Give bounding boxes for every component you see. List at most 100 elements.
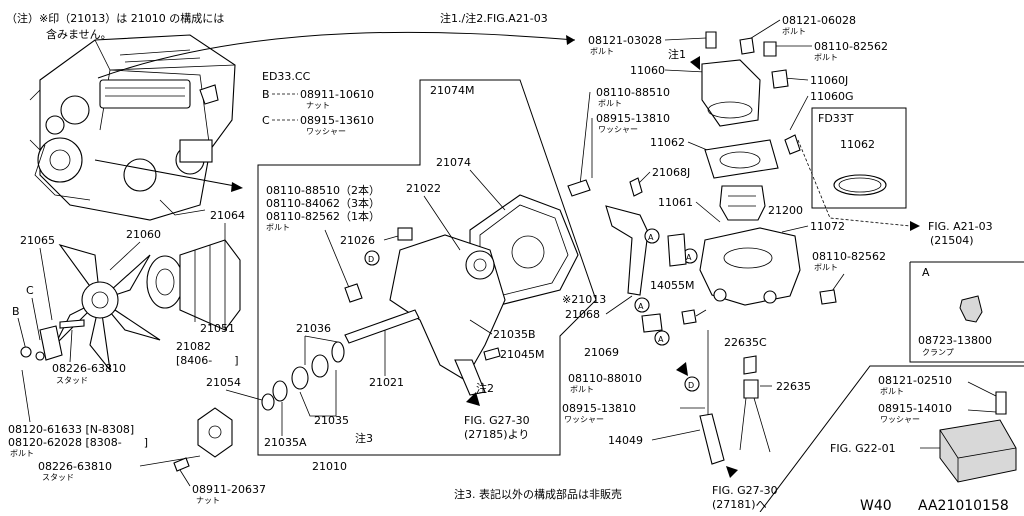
label-08120-desc: ボルト	[10, 449, 34, 458]
label-08915-13810-a-desc: ワッシャー	[598, 125, 638, 134]
bolt-icon	[344, 283, 363, 303]
gasket-11062	[704, 139, 779, 179]
callout-d-2: D	[688, 381, 694, 390]
hose-14055m	[667, 233, 687, 267]
ed33-b-part: 08911-10610	[300, 88, 374, 101]
fd33t-box	[811, 107, 907, 209]
engine-illustration	[29, 34, 236, 221]
note-exclusion-line2: 含みません。	[46, 27, 112, 41]
note1-marker: 注1	[668, 47, 686, 61]
label-08915-13810-a: 08915-13810	[596, 112, 670, 125]
sensor-22635	[743, 379, 759, 399]
callout-a-1: A	[648, 233, 654, 242]
label-08110-82562-a-desc: ボルト	[814, 53, 838, 62]
label-21035: 21035	[314, 414, 349, 427]
label-21010: 21010	[312, 460, 347, 473]
label-08915-14010: 08915-14010	[878, 402, 952, 415]
fig-a21-03-sub: (21504)	[930, 234, 974, 247]
label-08121-06028: 08121-06028	[782, 14, 856, 27]
fig-g27-30-a: FIG. G27-30	[464, 414, 530, 427]
label-21036: 21036	[296, 322, 331, 335]
label-08911-desc: ナット	[196, 496, 220, 505]
label-08121-03028-desc: ボルト	[590, 47, 614, 56]
label-08723: 08723-13800	[918, 334, 992, 347]
label-21068: 21068	[565, 308, 600, 321]
fig-a21-03: FIG. A21-03	[928, 220, 993, 233]
shaft-21021	[344, 309, 420, 344]
label-08110-88010: 08110-88010	[568, 372, 642, 385]
label-21200: 21200	[768, 204, 803, 217]
spacer-21035a	[272, 380, 288, 402]
bolt-group-desc: ボルト	[266, 223, 290, 232]
fd33t-title: FD33T	[818, 112, 854, 125]
arrow-engine-to-thermostat	[97, 31, 576, 79]
label-08911: 08911-20637	[192, 483, 266, 496]
label-21065: 21065	[20, 234, 55, 247]
callout-a-4: A	[658, 335, 664, 344]
note-fig-a21-03: 注1./注2.FIG.A21-03	[440, 11, 548, 25]
callout-b: B	[12, 305, 20, 318]
seal-21036	[331, 341, 345, 363]
label-21068j: 21068J	[652, 166, 690, 179]
label-08723-desc: クランプ	[922, 348, 954, 357]
bolt-group-line3: 08110-82562（1本）	[266, 209, 380, 223]
label-08226-b-desc: スタッド	[42, 473, 74, 482]
label-08915-13810-b: 08915-13810	[562, 402, 636, 415]
label-21026: 21026	[340, 234, 375, 247]
bearing-21035-2	[291, 366, 309, 390]
clamp-08723	[959, 295, 983, 323]
arrow-head	[566, 35, 575, 45]
label-21022: 21022	[406, 182, 441, 195]
spacer-21065	[39, 325, 63, 361]
label-08121-03028: 08121-03028	[588, 34, 662, 47]
label-08110-88010-desc: ボルト	[570, 385, 594, 394]
label-21074m: 21074M	[430, 84, 474, 97]
fd33t-part: 11062	[840, 138, 875, 151]
label-08915-13810-b-desc: ワッシャー	[564, 415, 604, 424]
washer-21054	[261, 393, 275, 411]
label-08226-a: 08226-63810	[52, 362, 126, 375]
fan-pulley-21082	[146, 239, 241, 331]
label-21060: 21060	[126, 228, 161, 241]
label-21035a: 21035A	[264, 436, 307, 449]
label-14055m: 14055M	[650, 279, 694, 292]
label-08226-a-desc: スタッド	[56, 376, 88, 385]
label-08226-b: 08226-63810	[38, 460, 112, 473]
plug-21026	[397, 227, 413, 241]
bolt-group-line1: 08110-88510（2本）	[266, 183, 380, 197]
footer-diagram-id: AA21010158	[918, 498, 1009, 512]
fig-g27-30-a-sub: (27185)より	[464, 428, 529, 441]
label-08915-14010-desc: ワッシャー	[880, 415, 920, 424]
label-21035b: 21035B	[493, 328, 536, 341]
label-08110-82562-b-desc: ボルト	[814, 263, 838, 272]
bolt-icon	[681, 309, 697, 325]
label-21074: 21074	[436, 156, 471, 169]
label-21045m: 21045M	[500, 348, 544, 361]
label-08120-b: 08120-62028 [8308- ]	[8, 436, 148, 449]
fig-g27-30-b-sub: (27181)へ	[712, 498, 767, 511]
label-21051: 21051	[200, 322, 235, 335]
bolt-icon	[705, 31, 717, 49]
thermostat-housing-11072	[699, 227, 801, 306]
callout-a-3: A	[638, 302, 644, 311]
label-11060: 11060	[630, 64, 665, 77]
inset-a-box	[909, 261, 1024, 363]
label-08110-88510: 08110-88510	[596, 86, 670, 99]
ed33-c-letter: C	[262, 114, 270, 127]
ed33-c-part: 08915-13610	[300, 114, 374, 127]
water-outlet-11060	[701, 59, 761, 127]
callout-d: D	[368, 255, 374, 264]
bolt-group-line2: 08110-84062（3本）	[266, 196, 380, 210]
hub-flange	[197, 407, 233, 458]
label-08121-02510-desc: ボルト	[880, 387, 904, 396]
callout-a-2: A	[686, 253, 692, 262]
callout-d-circle	[364, 250, 380, 266]
label-08121-02510: 08121-02510	[878, 374, 952, 387]
label-21021: 21021	[369, 376, 404, 389]
ed33-b-desc: ナット	[306, 101, 330, 110]
assembly-21010-outline	[257, 79, 597, 456]
note3-text: 注3. 表記以外の構成部品は非販売	[454, 487, 622, 501]
label-21082-range: [8406- ]	[176, 354, 239, 367]
label-14049: 14049	[608, 434, 643, 447]
